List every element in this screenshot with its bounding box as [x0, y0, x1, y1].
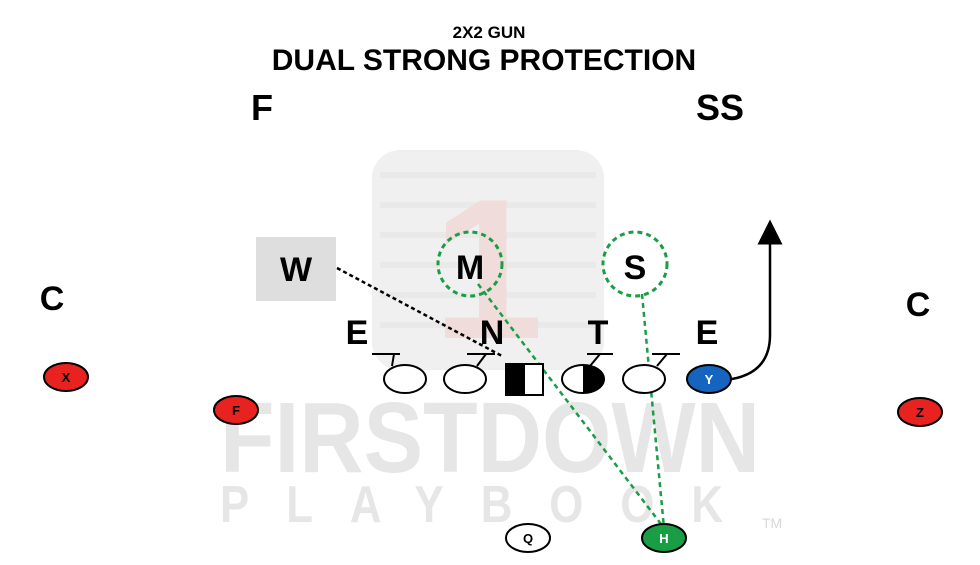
back-block-mike-line: [477, 283, 665, 529]
will-blitz-line: [336, 266, 503, 358]
watermark-logo: 1: [372, 150, 604, 381]
halfback-label: H: [659, 531, 668, 546]
tight-end-y-label: Y: [705, 372, 714, 387]
tight-end-y: [686, 364, 732, 394]
defender-end-right: E: [696, 314, 719, 352]
formation-title: 2X2 GUN: [453, 23, 526, 42]
defender-sam: S: [624, 249, 647, 287]
y-route-arrow: [731, 219, 783, 381]
defender-strong-safety: SS: [696, 87, 744, 128]
receiver-f: [213, 395, 259, 425]
left-tackle: [383, 364, 427, 394]
defender-mike: M: [456, 249, 484, 287]
receiver-x-label: X: [62, 370, 71, 385]
halfback: [641, 523, 687, 553]
back-block-sam-line: [640, 293, 666, 529]
receiver-z-label: Z: [916, 405, 924, 420]
line-block-marks: [372, 353, 680, 367]
receiver-x: [43, 362, 89, 392]
quarterback-label: Q: [523, 531, 533, 546]
defender-will: W: [280, 251, 313, 289]
defender-nose: N: [480, 314, 505, 352]
will-highlight-box: [256, 237, 336, 301]
center: [505, 363, 544, 396]
defender-tackle: T: [588, 314, 609, 352]
defender-free-safety: F: [251, 87, 273, 128]
defender-corner-right: C: [906, 286, 931, 324]
sam-read-circle: [601, 230, 669, 298]
right-guard: [561, 364, 605, 394]
watermark-line1: FIRSTDOWN: [220, 382, 760, 494]
protection-title: DUAL STRONG PROTECTION: [272, 44, 696, 77]
mike-read-circle: [436, 230, 504, 298]
defender-corner-left: C: [40, 280, 65, 318]
left-guard: [443, 364, 487, 394]
watermark-logo-stripes: [380, 172, 596, 328]
quarterback: [505, 523, 551, 553]
defender-end-left: E: [346, 314, 369, 352]
receiver-f-label: F: [232, 403, 240, 418]
watermark-trademark: TM: [762, 515, 782, 531]
watermark-line2: PLAYBOOK: [220, 476, 760, 534]
receiver-z: [897, 397, 943, 427]
right-tackle: [622, 364, 666, 394]
